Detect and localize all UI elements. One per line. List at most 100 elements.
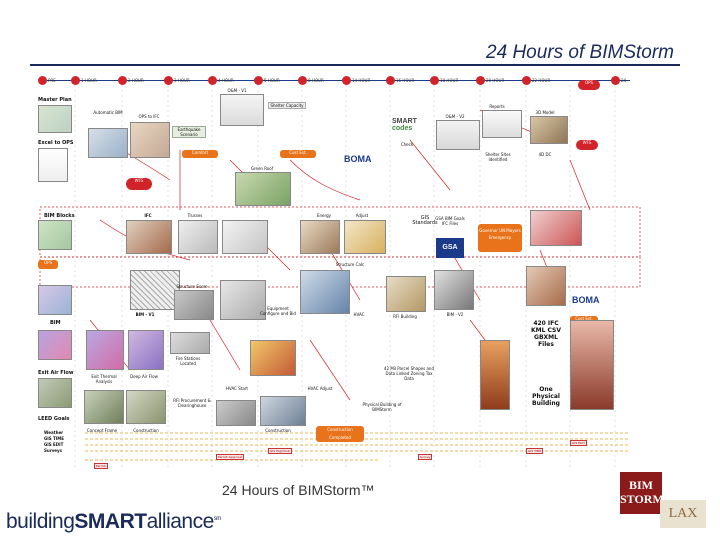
timeline-tag: GIS EDIT bbox=[570, 440, 587, 446]
hour-label: 22 HOUR bbox=[532, 78, 551, 83]
ops-top-node: OPS bbox=[578, 80, 600, 90]
automatic-bim-thumb bbox=[88, 128, 128, 158]
hvac-start-label: HVAC Start bbox=[226, 386, 248, 391]
timeline-tag: GIS High/Sub bbox=[268, 448, 292, 454]
exit-thermal-label: Exit Thermal Analysis bbox=[91, 374, 117, 384]
building-thumb bbox=[300, 270, 350, 314]
wfs-right-node: WFS bbox=[576, 140, 598, 150]
fire-thumb bbox=[170, 332, 210, 354]
physical-thumb bbox=[570, 320, 614, 410]
tower-thumb bbox=[480, 340, 510, 410]
energy-thumb bbox=[300, 220, 340, 254]
hour-marker bbox=[476, 76, 485, 85]
construction2-label: Construction bbox=[265, 428, 291, 433]
comfort-node: Comfort bbox=[182, 150, 218, 158]
hour-label: 8 HOUR bbox=[308, 78, 324, 83]
construction2-thumb bbox=[260, 396, 306, 426]
reports-label: Reports bbox=[489, 104, 505, 109]
hour-marker bbox=[430, 76, 439, 85]
bsa-suffix: alliance bbox=[146, 510, 215, 533]
timeline-tag: Permit Approval bbox=[216, 454, 244, 460]
hour-label: PRE bbox=[48, 78, 56, 83]
hour-label: 14 HOUR bbox=[352, 78, 371, 83]
bsa-bold: SMART bbox=[74, 510, 147, 533]
connector bbox=[289, 159, 361, 201]
title-divider bbox=[30, 64, 680, 66]
timeline-tag: GIS TIME bbox=[526, 448, 544, 454]
hour-label: 18 HOUR bbox=[440, 78, 459, 83]
rfi-bldg-label: RFI Building bbox=[393, 314, 417, 319]
bim-v2-thumb bbox=[434, 270, 474, 310]
master-plan-thumb bbox=[38, 105, 72, 133]
hour-marker bbox=[254, 76, 263, 85]
construction-completed-node: Construction Completed bbox=[316, 426, 364, 442]
bim-blocks-thumb bbox=[38, 220, 72, 250]
rfi-thumb bbox=[386, 276, 426, 312]
green-roof-label: Green Roof bbox=[250, 166, 274, 171]
timeline-lane-label: Weather bbox=[44, 430, 64, 435]
energy-label: Energy bbox=[316, 213, 331, 218]
check-label: Check bbox=[400, 142, 414, 147]
timeline-lane-label: Surveys bbox=[44, 448, 63, 453]
adjust-thumb bbox=[344, 220, 386, 254]
ifc-label: IFC bbox=[144, 213, 152, 218]
adjust-label: Adjust bbox=[355, 213, 369, 218]
lane-master-plan: Master Plan bbox=[38, 97, 72, 103]
om-v1-thumb bbox=[220, 94, 264, 126]
timeline-tag: Permit bbox=[94, 463, 108, 469]
lane-exit-air-flow: Exit Air Flow bbox=[38, 370, 74, 376]
building-smart-alliance-logo: buildingSMARTalliancesm bbox=[6, 510, 221, 534]
shelter-sites-label: Shelter Sites Identified bbox=[485, 152, 511, 162]
connector bbox=[569, 159, 591, 211]
rfi-procurement-label: RFI Procurement & Clearinghouse bbox=[173, 398, 211, 408]
smart-codes-top: SMART bbox=[392, 118, 417, 125]
exit-air-thumb bbox=[38, 330, 72, 360]
hour-marker bbox=[38, 76, 47, 85]
shelter-capacity-label: Shelter Capacity bbox=[268, 102, 306, 109]
physical-building-label: Physical Building of BIMStorm bbox=[362, 402, 402, 412]
smart-codes-logo: SMART codes bbox=[392, 118, 417, 132]
hour-marker bbox=[164, 76, 173, 85]
site-thumb bbox=[216, 400, 256, 426]
gsa-goals-label: GSA BIM Goals IFC Files bbox=[435, 216, 465, 226]
gsa-logo: GSA bbox=[436, 238, 464, 258]
hour-label: 24 bbox=[621, 78, 627, 83]
leed-thumb bbox=[38, 378, 72, 408]
3d-model-thumb bbox=[530, 116, 568, 144]
hvac-label: HVAC bbox=[353, 312, 365, 317]
ops-to-ifc-thumb bbox=[130, 122, 170, 158]
gis-standards-label: GIS Standards bbox=[412, 215, 438, 226]
timeline-lane-label: GIS EDIT bbox=[44, 442, 64, 447]
bim-thumb bbox=[38, 285, 72, 315]
hour-marker bbox=[386, 76, 395, 85]
lane-leed-goals: LEED Goals bbox=[38, 416, 70, 422]
construction-label: Construction bbox=[133, 428, 159, 433]
air-flow-thumb bbox=[128, 330, 164, 370]
thermal-thumb bbox=[86, 330, 124, 370]
lane-excel-to-ops: Excel to OPS bbox=[38, 140, 74, 146]
earthquake-label: Earthquake Scenario bbox=[172, 126, 206, 138]
timeline-tag: Survey bbox=[418, 454, 433, 460]
ops-node: OPS bbox=[38, 260, 58, 269]
bsa-prefix: building bbox=[6, 510, 75, 533]
time-axis bbox=[40, 80, 630, 81]
hvac-thumb bbox=[250, 340, 296, 376]
lane-bim: BIM bbox=[50, 320, 61, 326]
boma-logo-2: BOMA bbox=[572, 295, 600, 305]
connector bbox=[309, 339, 351, 401]
bim-v1-thumb bbox=[130, 270, 180, 310]
equipment-label: Equipment Configure and Bid bbox=[260, 306, 296, 316]
om-v2-thumb bbox=[436, 120, 480, 150]
reports-thumb bbox=[482, 110, 522, 138]
deep-air-flow-label: Deep Air Flow bbox=[130, 374, 158, 379]
boma-logo: BOMA bbox=[344, 154, 372, 164]
concept-frame-label: Concept Frame bbox=[86, 428, 118, 433]
hour-label: 20 HOUR bbox=[486, 78, 505, 83]
lane-bim-blocks: BIM Blocks bbox=[44, 213, 75, 219]
city-thumb bbox=[526, 266, 566, 306]
structure-score-label: Structure Score bbox=[176, 284, 208, 289]
slide-title: 24 Hours of BIMStorm bbox=[486, 42, 674, 63]
footer-caption: 24 Hours of BIMStorm™ bbox=[222, 482, 375, 498]
